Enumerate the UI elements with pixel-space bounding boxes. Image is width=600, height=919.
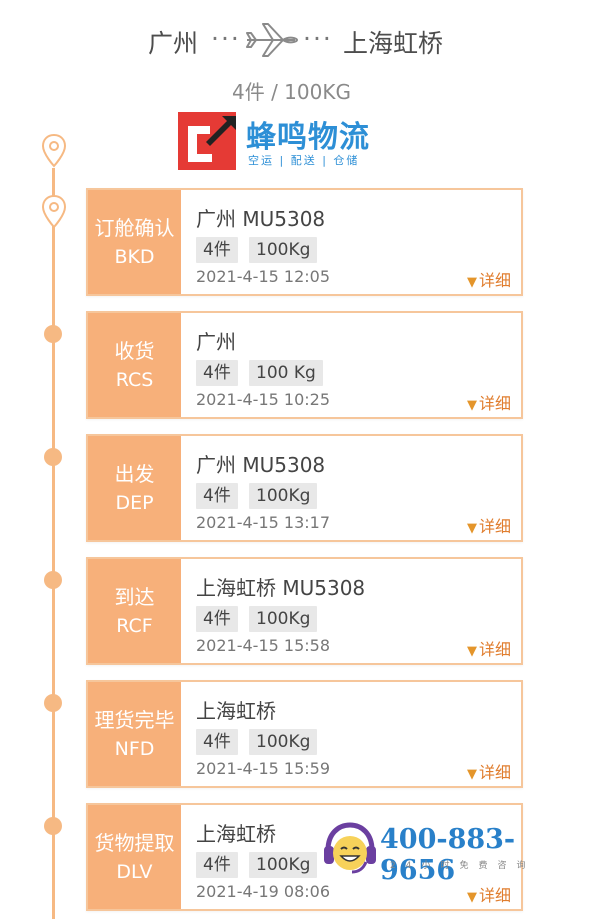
route-header: 广州 ··· ··· 上海虹桥 [0,16,600,60]
detail-label: 详细 [478,640,511,659]
hotline-badge[interactable]: 400-883-9656 24小时免费咨询 [320,818,590,886]
pieces-tag: 4件 [196,729,238,755]
headset-smiley-icon [324,822,376,874]
destination-city: 上海虹桥 [343,29,444,58]
status-panel: 收货 RCS [88,313,181,417]
status-name: 货物提取 [94,831,175,855]
status-code: BKD [114,246,155,268]
event-time: 2021-4-19 08:06 [196,882,330,901]
detail-label: 详细 [478,763,511,782]
event-location: 广州 MU5308 [196,207,326,231]
hotline-number: 400-883-9656 [380,824,516,886]
event-location: 广州 [196,330,236,354]
status-code: DLV [116,861,153,883]
tracking-event-card: 到达 RCF 上海虹桥 MU5308 4件 100Kg 2021-4-15 15… [86,557,523,665]
status-code: RCF [116,615,153,637]
event-time: 2021-4-15 10:25 [196,390,330,409]
detail-link[interactable]: ▼详细 [467,390,511,414]
event-location: 上海虹桥 MU5308 [196,576,366,600]
brand-name: 蜂鸣物流 [246,120,370,155]
detail-label: 详细 [478,517,511,536]
tracking-event-card: 货物提取 DLV 上海虹桥 4件 100Kg 2021-4-19 08:06 ▼… [86,803,523,911]
event-location: 广州 MU5308 [196,453,326,477]
chevron-down-icon: ▼ [466,521,477,536]
detail-link[interactable]: ▼详细 [467,882,511,906]
timeline-dot [44,448,62,466]
status-name: 理货完毕 [94,708,175,732]
timeline-dot [44,694,62,712]
tracking-event-card: 订舱确认 BKD 广州 MU5308 4件 100Kg 2021-4-15 12… [86,188,523,296]
weight-tag: 100Kg [249,852,318,878]
status-name: 收货 [114,339,155,363]
detail-label: 详细 [478,271,511,290]
weight-tag: 100Kg [249,237,318,263]
pieces-tag: 4件 [196,606,238,632]
status-code: DEP [115,492,154,514]
status-panel: 货物提取 DLV [88,805,181,909]
pieces-tag: 4件 [196,852,238,878]
detail-link[interactable]: ▼详细 [467,267,511,291]
status-name: 到达 [114,585,155,609]
detail-label: 详细 [478,886,511,905]
chevron-down-icon: ▼ [466,275,477,290]
status-code: NFD [114,738,155,760]
tracking-event-card: 出发 DEP 广州 MU5308 4件 100Kg 2021-4-15 13:1… [86,434,523,542]
airplane-icon [243,20,299,66]
weight-tag: 100Kg [249,606,318,632]
detail-link[interactable]: ▼详细 [467,759,511,783]
pieces-tag: 4件 [196,237,238,263]
timeline-dot [44,571,62,589]
weight-tag: 100Kg [249,483,318,509]
event-time: 2021-4-15 12:05 [196,267,330,286]
status-name: 订舱确认 [94,216,175,240]
brand-mark-icon [178,112,236,170]
brand-slogan: 空运 | 配送 | 仓储 [248,154,360,167]
route-dots-left: ··· [211,24,241,53]
brand-logo: 蜂鸣物流 空运 | 配送 | 仓储 [178,112,408,172]
pieces-tag: 4件 [196,483,238,509]
tracking-event-card: 理货完毕 NFD 上海虹桥 4件 100Kg 2021-4-15 15:59 ▼… [86,680,523,788]
detail-label: 详细 [478,394,511,413]
timeline-line [52,168,55,919]
origin-city: 广州 [148,29,199,58]
event-location: 上海虹桥 [196,699,276,723]
detail-link[interactable]: ▼详细 [467,513,511,537]
chevron-down-icon: ▼ [466,398,477,413]
event-time: 2021-4-15 15:58 [196,636,330,655]
chevron-down-icon: ▼ [466,767,477,782]
location-pin-icon [41,194,67,229]
weight-tag: 100 Kg [249,360,323,386]
detail-link[interactable]: ▼详细 [467,636,511,660]
route-dots-right: ··· [303,24,333,53]
status-panel: 订舱确认 BKD [88,190,181,294]
timeline-dot [44,325,62,343]
chevron-down-icon: ▼ [466,644,477,659]
event-time: 2021-4-15 15:59 [196,759,330,778]
status-panel: 出发 DEP [88,436,181,540]
status-panel: 到达 RCF [88,559,181,663]
status-code: RCS [115,369,154,391]
shipment-summary: 4件 / 100KG [232,80,351,104]
event-location: 上海虹桥 [196,822,276,846]
status-panel: 理货完毕 NFD [88,682,181,786]
tracking-event-card: 收货 RCS 广州 4件 100 Kg 2021-4-15 10:25 ▼详细 [86,311,523,419]
chevron-down-icon: ▼ [466,890,477,905]
event-time: 2021-4-15 13:17 [196,513,330,532]
pieces-tag: 4件 [196,360,238,386]
weight-tag: 100Kg [249,729,318,755]
status-name: 出发 [114,462,155,486]
hotline-note: 24小时免费咨询 [390,861,536,871]
timeline-dot [44,817,62,835]
location-pin-icon [41,133,67,168]
